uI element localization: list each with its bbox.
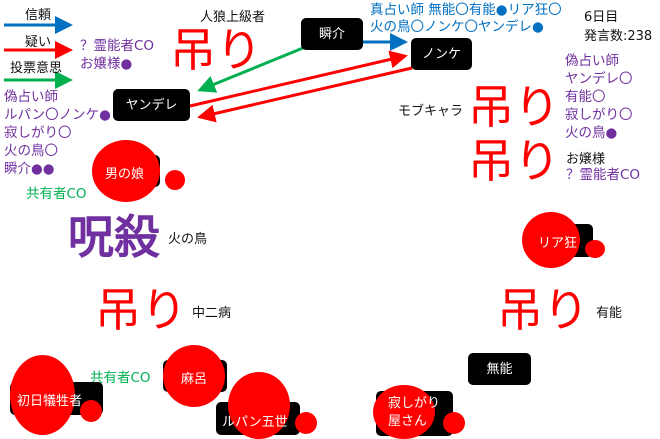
blood-splatter	[92, 140, 160, 202]
blood-splatter	[522, 212, 580, 268]
medium-co-note: ？霊能者CO お嬢様●	[80, 37, 154, 73]
dead-label-mob: モブキャラ	[398, 104, 464, 119]
list-item: 寂しがり〇	[565, 107, 633, 123]
dead-label-chuni: 中二病	[192, 306, 232, 321]
legend-vote-label: 投票意思	[10, 61, 63, 76]
node-lupin[interactable]: ルパン五世	[222, 415, 288, 430]
hang-stamp: 吊り	[497, 283, 589, 337]
node-maro[interactable]: 麻呂	[181, 372, 208, 387]
post-count: 発言数:238	[584, 29, 653, 44]
list-item: ヤンデレ〇	[565, 71, 633, 87]
list-item: 火の鳥〇	[4, 143, 58, 159]
dead-label-firebird: 火の鳥	[168, 232, 208, 247]
medium-co-right: ？霊能者CO	[566, 167, 641, 183]
list-item: 有能〇	[565, 89, 606, 105]
list-item: 偽占い師	[565, 53, 619, 69]
status-block: 6日目 発言数:238	[584, 8, 652, 46]
dead-label-ojou: お嬢様	[566, 152, 606, 167]
curse-kill-stamp: 呪殺	[68, 210, 160, 264]
blood-splatter	[585, 240, 605, 258]
blood-splatter	[295, 412, 317, 434]
hang-stamp: 吊り	[468, 80, 560, 134]
vote-arrow-shunsuke-yandere	[197, 46, 304, 93]
fake-seer-right-list: 偽占い師 ヤンデレ〇 有能〇 寂しがり〇 火の鳥●	[565, 52, 633, 142]
hang-stamp: 吊り	[468, 134, 560, 188]
hang-stamp: 吊り	[95, 283, 187, 337]
dead-label-yuunou: 有能	[596, 306, 623, 321]
blood-splatter	[10, 355, 75, 435]
blood-splatter	[163, 345, 225, 407]
true-seer-results: 真占い師 無能〇有能●リア狂〇 火の鳥〇ノンケ〇ヤンデレ●	[370, 2, 562, 36]
node-yandere[interactable]: ヤンデレ	[113, 89, 190, 121]
doubt-arrow-yandere-nonke	[189, 50, 408, 108]
legend-trust-label: 信頼	[25, 8, 52, 23]
blood-splatter	[228, 372, 290, 439]
list-item: 火の鳥●	[565, 125, 618, 141]
node-riakyou[interactable]: リア狂	[538, 236, 578, 251]
node-shunsuke[interactable]: 瞬介	[301, 18, 363, 50]
dead-label-werewolf-expert: 人狼上級者	[200, 10, 266, 25]
hang-stamp: 吊り	[170, 23, 262, 77]
list-item: 寂しがり〇	[4, 125, 72, 141]
list-item: 真占い師 無能〇有能●リア狂〇	[370, 2, 562, 18]
node-otokonoko[interactable]: 男の娘	[105, 167, 145, 182]
blood-splatter	[80, 400, 102, 422]
medium-co-text: ？霊能者CO	[80, 38, 155, 54]
medium-result-text: お嬢様●	[80, 56, 133, 72]
co-shared-left: 共有者CO	[26, 186, 87, 202]
list-item: 偽占い師	[4, 89, 58, 105]
legend-doubt-label: 疑い	[25, 35, 52, 50]
doubt-arrow-nonke-yandere	[197, 66, 413, 123]
list-item: 火の鳥〇ノンケ〇ヤンデレ●	[370, 19, 544, 35]
node-nonke[interactable]: ノンケ	[411, 38, 472, 70]
list-item: ルパン〇ノンケ●	[4, 107, 111, 123]
list-item: 瞬介●●	[4, 161, 55, 177]
node-victim[interactable]: 初日犠牲者	[17, 394, 83, 409]
blood-splatter	[165, 170, 185, 190]
fake-seer-left-list: 偽占い師 ルパン〇ノンケ● 寂しがり〇 火の鳥〇 瞬介●●	[4, 88, 111, 178]
blood-splatter	[373, 385, 435, 439]
co-shared-bottom: 共有者CO	[90, 370, 151, 386]
node-sabishigari[interactable]: 寂しがり屋さん	[388, 396, 441, 429]
node-munou[interactable]: 無能	[468, 353, 531, 385]
blood-splatter	[443, 412, 465, 434]
day-counter: 6日目	[584, 10, 619, 25]
